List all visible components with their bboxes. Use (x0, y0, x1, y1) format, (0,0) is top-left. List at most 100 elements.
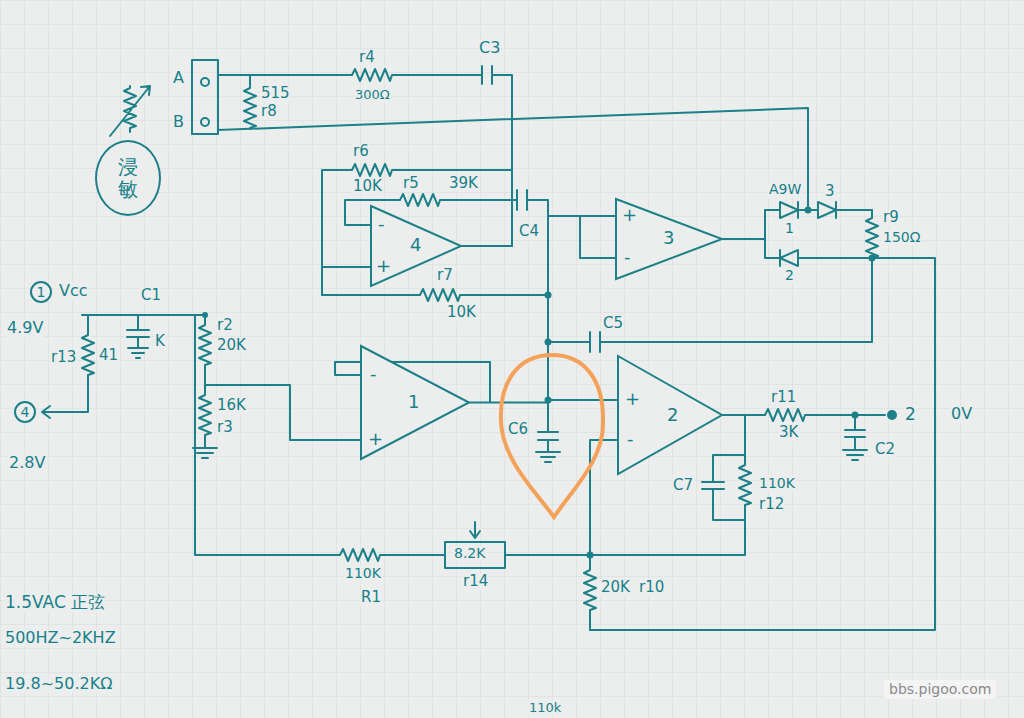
circuit-label: C1 (140, 288, 162, 304)
circuit-label: 110K (344, 566, 382, 581)
junction-dot (869, 255, 876, 262)
opamp-label: 2 (667, 406, 678, 424)
circuit-label: C3 (478, 40, 501, 57)
opamp-label: + (376, 257, 391, 275)
circuit-label: r3 (216, 420, 234, 436)
circuit-label: C5 (602, 316, 624, 332)
circled-marker: 4 (14, 401, 36, 423)
connector-body (192, 60, 218, 134)
circuit-label: 39K (448, 176, 479, 192)
circuit-label: r14 (462, 574, 489, 590)
opamp-triangle: -+1 (360, 345, 470, 460)
circuit-label: 150Ω (882, 230, 921, 245)
circuit-label: 0V (950, 406, 973, 423)
opamp-label: - (624, 248, 631, 266)
circuit-label: 4.9V (6, 320, 44, 337)
highlight-outline (501, 355, 603, 517)
circuit-label: r11 (770, 390, 797, 406)
junction-dot (545, 292, 552, 299)
circuit-label: C7 (672, 478, 694, 494)
junction-dot (202, 312, 208, 318)
circuit-label: 41 (98, 348, 119, 364)
junction-dot (587, 552, 594, 559)
circuit-label: 10K (352, 179, 383, 195)
opamp-outline (618, 356, 722, 474)
circuit-label: 10K (446, 305, 477, 321)
opamp-label: - (370, 365, 377, 383)
circuit-label: 3 (824, 184, 836, 200)
circuit-label: K (154, 334, 166, 350)
wire (218, 108, 808, 210)
highlight-outline: C6 (496, 352, 608, 520)
circuit-label: r10 (638, 580, 665, 596)
circuit-label: r12 (758, 497, 785, 513)
opamp-outline (361, 346, 469, 459)
wire (218, 66, 512, 246)
diode-symbol (780, 250, 798, 266)
resistor-symbol (195, 315, 590, 561)
potentiometer-wiper (470, 522, 480, 538)
circuit-label: r13 (50, 350, 77, 366)
junction-dot (545, 339, 552, 346)
junction-dot (852, 412, 859, 419)
circuit-label: B (172, 114, 185, 131)
resistor-symbol (322, 164, 512, 295)
diode-symbol (779, 250, 781, 266)
circuit-label: 500HZ~2KHZ (4, 630, 117, 647)
resistor-symbol (42, 315, 94, 418)
circuit-label: 515 (260, 86, 291, 102)
opamp-triangle: +-3 (615, 198, 723, 280)
circuit-label: 300Ω (354, 88, 391, 102)
junction-dot (805, 207, 812, 214)
circuit-label: r8 (260, 104, 278, 120)
circuit-label: r7 (436, 268, 454, 284)
circuit-label: 16K (216, 398, 247, 414)
circuit-label: 110K (758, 476, 796, 491)
sensor-symbol (110, 86, 150, 136)
circuit-label: Vcc (58, 283, 89, 300)
circuit-label: 1.5VAC 正弦 (4, 594, 106, 612)
circuit-label: A (172, 70, 185, 87)
circuit-label: 20K (216, 338, 247, 354)
circuit-label: 8.2K (453, 546, 486, 561)
opamp-label: 1 (408, 393, 419, 411)
diode-symbol (797, 202, 799, 218)
opamp-label: 4 (410, 236, 421, 254)
circuit-label: 3K (778, 425, 799, 441)
opamp-triangle: +-2 (617, 355, 723, 475)
circuit-label: 2 (904, 406, 917, 424)
signal-wire (470, 400, 617, 403)
diode-symbol (835, 202, 837, 218)
diode-symbol (818, 202, 836, 218)
connector-pin (201, 78, 209, 86)
circled-marker: 1 (30, 281, 52, 303)
opamp-label: + (625, 390, 640, 408)
opamp-outline (371, 206, 461, 286)
node-label: C6 (508, 422, 528, 437)
circuit-label: R1 (360, 590, 382, 606)
connector-pin (201, 118, 209, 126)
opamp-outline (616, 199, 722, 279)
circuit-label: 19.8~50.2KΩ (4, 676, 113, 693)
circuit-label: r5 (402, 176, 420, 192)
circled-marker: 浸敏 (95, 140, 161, 216)
circuit-label: 2.8V (8, 455, 46, 472)
circuit-label: r2 (216, 318, 234, 334)
circuit-label: r6 (352, 144, 370, 160)
circuit-label: 110k (528, 701, 562, 715)
output-terminal (887, 410, 897, 420)
circuit-label: 2 (784, 268, 795, 283)
resistor-symbol (244, 75, 256, 129)
opamp-label: + (622, 206, 637, 224)
wire (548, 210, 935, 630)
opamp-label: - (378, 215, 385, 233)
watermark: bbs.pigoo.com (884, 680, 996, 699)
circuit-label: r9 (882, 210, 900, 226)
node-label: 4 (21, 405, 30, 419)
circuit-label: C2 (874, 442, 896, 458)
node-label: 1 (37, 285, 46, 299)
